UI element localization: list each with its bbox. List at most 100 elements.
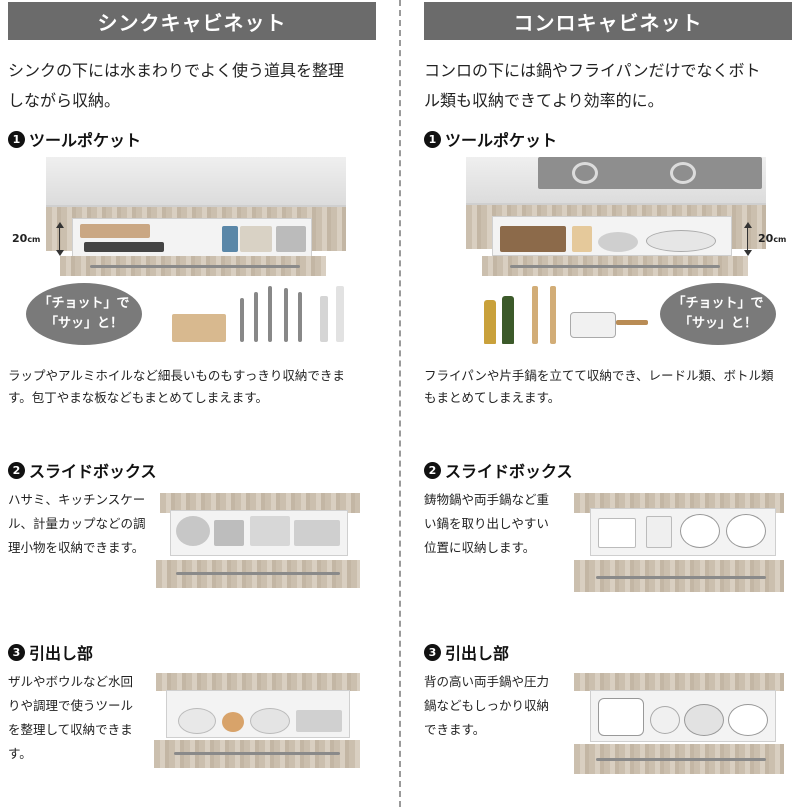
- knife-item: [84, 242, 164, 252]
- bubble-line: 「サッ」と！: [44, 316, 123, 331]
- dimension-value: 20: [12, 232, 28, 245]
- section-number-badge: 2: [8, 461, 25, 479]
- stove-dimension-label: 20cm: [758, 232, 786, 245]
- stove-intro-line: ル類も収納できてより効率的に。: [424, 91, 664, 110]
- section-number-badge: 1: [424, 130, 441, 148]
- oil-bottle-item: [484, 300, 496, 344]
- arrow-up-icon: [744, 222, 752, 228]
- knife-item: [240, 298, 244, 342]
- pot-item: [728, 704, 768, 736]
- section-number-badge: 3: [424, 643, 441, 661]
- sink-section-3-title: 3 引出し部: [8, 640, 93, 664]
- cabinet-top: [156, 673, 360, 691]
- saucepan-handle: [616, 320, 648, 325]
- dimension-unit: cm: [773, 235, 787, 244]
- caption-line: フライパンや片手鍋を立てて収納でき、レードル類、ボトル類: [424, 368, 774, 383]
- stove-section-2-title: 2 スライドボックス: [424, 458, 573, 482]
- sink-section-1-caption: ラップやアルミホイルなど細長いものもすっきり収納できま す。包丁やまな板などもま…: [8, 365, 393, 409]
- text-line: 位置に収納します。: [424, 540, 536, 555]
- stove-intro: コンロの下には鍋やフライパンだけでなくボト ル類も収納できてより効率的に。: [424, 56, 794, 116]
- caption-line: もまとめてしまえます。: [424, 390, 561, 405]
- text-line: ハサミ、キッチンスケー: [8, 492, 146, 507]
- drawer-handle: [176, 572, 340, 575]
- text-line: す。: [8, 746, 32, 761]
- section-title-text: スライドボックス: [29, 462, 157, 481]
- arrow-down-icon: [744, 250, 752, 256]
- knife-item: [268, 286, 272, 342]
- section-title-text: ツールポケット: [445, 131, 558, 150]
- drawer-handle: [596, 576, 766, 579]
- stove-header-title: コンロキャビネット: [513, 10, 703, 35]
- sink-section-2-title: 2 スライドボックス: [8, 458, 157, 482]
- ladle-item: [572, 226, 592, 252]
- column-divider: [399, 0, 401, 807]
- sink-intro: シンクの下には水まわりでよく使う道具を整理 しながら収納。: [8, 56, 388, 116]
- spatula-item: [532, 286, 538, 344]
- stove-intro-line: コンロの下には鍋やフライパンだけでなくボト: [424, 61, 761, 80]
- section-number-badge: 2: [424, 461, 441, 479]
- stove-section-3-title: 3 引出し部: [424, 640, 509, 664]
- burner-icon: [670, 162, 696, 184]
- cutting-board-item: [172, 314, 226, 342]
- lid-item: [598, 518, 636, 548]
- section-title-text: 引出し部: [29, 644, 94, 663]
- bottle-rack-item: [500, 226, 566, 252]
- sink-header: シンクキャビネット: [8, 2, 376, 40]
- cabinet-top: [160, 493, 360, 513]
- drawer-handle: [510, 265, 720, 268]
- arrow-up-icon: [56, 222, 64, 228]
- text-line: を整理して収納できま: [8, 722, 133, 737]
- stove-section-3-text: 背の高い両手鍋や圧力 鍋などもしっかり収納 できます。: [424, 670, 574, 742]
- sink-section-2-text: ハサミ、キッチンスケー ル、計量カップなどの調 理小物を収納できます。: [8, 488, 158, 560]
- caption-line: す。包丁やまな板などもまとめてしまえます。: [8, 390, 269, 405]
- section-title-text: ツールポケット: [29, 131, 142, 150]
- saucepan-item: [570, 312, 616, 338]
- stove-header: コンロキャビネット: [424, 2, 792, 40]
- sink-intro-line: シンクの下には水まわりでよく使う道具を整理: [8, 61, 345, 80]
- bubble-line: 「サッ」と！: [678, 316, 757, 331]
- sink-header-title: シンクキャビネット: [97, 10, 287, 35]
- knife-item: [254, 292, 258, 342]
- drawer-handle: [596, 758, 766, 761]
- strainer-item: [222, 712, 244, 732]
- text-line: りや調理で使うツール: [8, 698, 134, 713]
- dimension-line: [59, 228, 60, 250]
- countertop: [46, 157, 346, 207]
- section-number-badge: 1: [8, 130, 25, 148]
- bowl-item: [178, 708, 216, 734]
- box-item: [276, 226, 306, 252]
- tool-item: [214, 520, 244, 546]
- pot-item: [650, 706, 680, 734]
- text-line: ザルやボウルなど水回: [8, 674, 134, 689]
- section-number-badge: 3: [8, 643, 25, 661]
- spoon-item: [550, 286, 556, 344]
- dimension-line: [747, 228, 748, 250]
- oil-bottle-item: [502, 296, 514, 344]
- text-line: ル、計量カップなどの調: [8, 516, 146, 531]
- wrap-roll-item: [320, 296, 328, 342]
- drawer-handle: [174, 752, 340, 755]
- wrap-roll-item: [336, 286, 344, 342]
- pot-item: [646, 230, 716, 252]
- text-line: できます。: [424, 722, 486, 737]
- sink-intro-line: しながら収納。: [8, 91, 121, 110]
- burner-icon: [572, 162, 598, 184]
- tool-item: [296, 710, 342, 732]
- section-title-text: スライドボックス: [445, 462, 573, 481]
- pot-item: [726, 514, 766, 548]
- knife-item: [284, 288, 288, 342]
- cutting-board-item: [80, 224, 150, 238]
- box-item: [240, 226, 272, 252]
- section-title-text: 引出し部: [445, 644, 510, 663]
- pan-item: [598, 232, 638, 252]
- tool-item: [250, 516, 290, 546]
- stove-speech-bubble: 「チョット」で 「サッ」と！: [660, 283, 776, 345]
- stove-section-2-text: 鋳物鍋や両手鍋など重 い鍋を取り出しやすい 位置に収納します。: [424, 488, 574, 560]
- text-line: 鍋などもしっかり収納: [424, 698, 550, 713]
- box-item: [646, 516, 672, 548]
- knife-item: [298, 292, 302, 342]
- cabinet-top: [574, 673, 784, 691]
- caption-line: ラップやアルミホイルなど細長いものもすっきり収納できま: [8, 368, 345, 383]
- dimension-unit: cm: [27, 235, 41, 244]
- pressure-cooker-item: [598, 698, 644, 736]
